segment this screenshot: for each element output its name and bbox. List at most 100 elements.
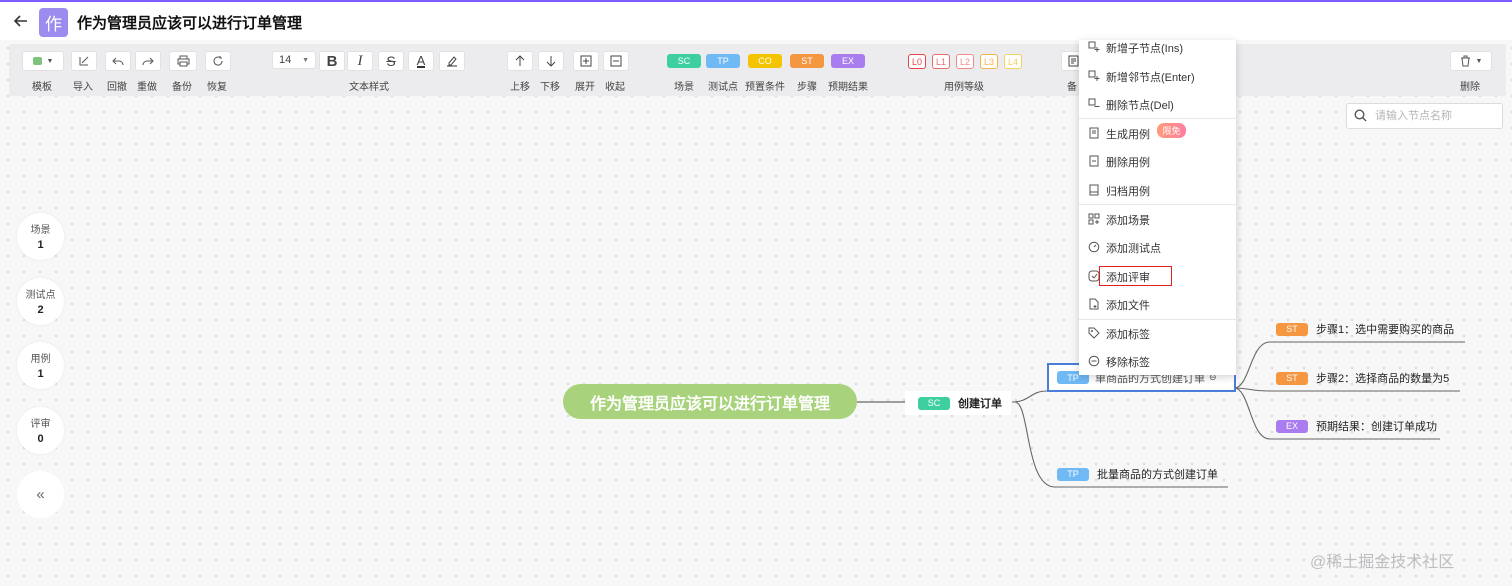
import-button[interactable] [71, 51, 97, 71]
printer-icon [177, 55, 189, 67]
step-node-text: 步骤2：选择商品的数量为5 [1316, 373, 1450, 385]
collapse-sidebar-button[interactable]: « [17, 471, 64, 518]
template-label: 模板 [32, 82, 52, 93]
expected-result-node[interactable]: EX 预期结果：创建订单成功 [1276, 418, 1437, 434]
back-arrow-icon[interactable] [12, 12, 30, 30]
title-bar: 作 作为管理员应该可以进行订单管理 [0, 2, 1512, 40]
menu-item-delete-node[interactable]: 删除节点(Del) [1079, 90, 1236, 118]
step-tag: ST [1276, 322, 1308, 336]
plus-box-icon [580, 55, 592, 67]
stat-testpoint-value: 2 [37, 304, 44, 316]
level-l4-button[interactable]: L4 [1004, 54, 1022, 69]
generate-case-icon [1089, 127, 1099, 139]
limited-free-badge: 限免 [1157, 123, 1186, 138]
tag-ex-button[interactable]: EX [831, 54, 865, 68]
move-down-button[interactable] [538, 51, 564, 71]
menu-item-delete-case[interactable]: 删除用例 [1079, 147, 1236, 175]
scene-node[interactable]: SC 创建订单 [905, 391, 1011, 415]
expected-tag: EX [1276, 419, 1308, 433]
expand-button[interactable] [573, 51, 599, 71]
add-tag-icon [1088, 327, 1100, 339]
delete-dropdown[interactable]: ▼ [1450, 51, 1492, 71]
stat-review-label: 评审 [30, 419, 51, 430]
undo-button[interactable] [105, 51, 131, 71]
strikethrough-button[interactable]: S [378, 51, 404, 71]
tag-sc-button[interactable]: SC [667, 54, 701, 68]
note-icon [1068, 55, 1078, 67]
expand-toggle-icon[interactable]: ⊖ [1209, 372, 1217, 382]
top-accent-line [0, 0, 1512, 2]
template-dropdown[interactable]: ▼ [22, 51, 64, 71]
tag-tp-button[interactable]: TP [706, 54, 740, 68]
chevron-down-icon: ▼ [1475, 57, 1483, 65]
testpoint-node-text: 批量商品的方式创建订单 [1097, 469, 1218, 481]
menu-item-add-scene[interactable]: 添加场景 [1079, 205, 1236, 233]
menu-item-label: 添加评审 [1106, 272, 1150, 284]
move-up-button[interactable] [507, 51, 533, 71]
step-node[interactable]: ST 步骤1：选中需要购买的商品 [1276, 321, 1454, 337]
context-menu: 新增子节点(Ins) 新增邻节点(Enter) 删除节点(Del) 生成用例 删… [1079, 40, 1236, 375]
expected-node-text: 预期结果：创建订单成功 [1316, 421, 1437, 433]
add-sibling-icon [1088, 70, 1100, 81]
menu-item-add-testpoint[interactable]: 添加测试点 [1079, 233, 1236, 261]
bold-button[interactable]: B [319, 51, 345, 71]
menu-item-label: 生成用例 [1106, 129, 1150, 141]
tag-co-button[interactable]: CO [748, 54, 782, 68]
menu-item-add-tag[interactable]: 添加标签 [1079, 319, 1236, 347]
root-node[interactable]: 作为管理员应该可以进行订单管理 [563, 384, 857, 419]
font-color-button[interactable]: A [408, 51, 434, 71]
redo-icon [142, 57, 154, 66]
search-icon [1354, 109, 1367, 122]
minus-box-icon [610, 55, 622, 67]
level-l0-button[interactable]: L0 [908, 54, 926, 69]
font-color-icon: A [416, 52, 426, 68]
testpoint-node[interactable]: TP 批量商品的方式创建订单 [1057, 466, 1218, 482]
testpoint-node-text: 单商品的方式创建订单 [1095, 372, 1205, 385]
move-down-label: 下移 [540, 82, 560, 93]
stat-case-label: 用例 [30, 354, 51, 365]
stat-testpoint-label: 测试点 [25, 290, 56, 301]
menu-item-archive-case[interactable]: 归档用例 [1079, 176, 1236, 204]
add-testpoint-icon [1088, 241, 1100, 253]
tag-st-label: 步骤 [797, 82, 817, 93]
step-tag: ST [1276, 371, 1308, 385]
redo-label: 重做 [137, 82, 157, 93]
font-size-select[interactable]: 14 ▼ [272, 51, 316, 69]
level-l3-button[interactable]: L3 [980, 54, 998, 69]
collapse-label: 收起 [605, 82, 625, 93]
highlight-button[interactable] [439, 51, 465, 71]
italic-button[interactable]: I [347, 51, 373, 71]
search-input[interactable] [1373, 107, 1499, 125]
menu-item-add-sibling[interactable]: 新增邻节点(Enter) [1079, 62, 1236, 90]
restore-button[interactable] [205, 51, 231, 71]
tag-co-label: 预置条件 [745, 82, 785, 93]
menu-item-label: 添加场景 [1106, 215, 1150, 227]
mindmap-canvas[interactable] [0, 40, 1512, 586]
tag-st-button[interactable]: ST [790, 54, 824, 68]
highlighter-icon [447, 56, 457, 67]
menu-item-remove-tag[interactable]: 移除标签 [1079, 347, 1236, 375]
stat-review: 评审 0 [17, 407, 64, 454]
tag-ex-label: 预期结果 [828, 82, 868, 93]
scene-tag: SC [918, 396, 950, 410]
collapse-button[interactable] [603, 51, 629, 71]
app-icon: 作 [39, 8, 68, 37]
undo-icon [112, 57, 124, 66]
stat-testpoint: 测试点 2 [17, 278, 64, 325]
menu-item-add-child[interactable]: 新增子节点(Ins) [1079, 33, 1236, 61]
step-node[interactable]: ST 步骤2：选择商品的数量为5 [1276, 370, 1449, 386]
stat-scene-value: 1 [37, 239, 44, 251]
import-label: 导入 [73, 82, 93, 93]
menu-item-generate-case[interactable]: 生成用例 [1079, 119, 1236, 147]
menu-item-label: 添加文件 [1106, 300, 1150, 312]
backup-label: 备份 [172, 82, 192, 93]
redo-button[interactable] [135, 51, 161, 71]
menu-item-label: 归档用例 [1106, 186, 1150, 198]
backup-button[interactable] [169, 51, 197, 71]
menu-item-add-file[interactable]: 添加文件 [1079, 290, 1236, 318]
stat-scene: 场景 1 [17, 213, 64, 260]
level-l1-button[interactable]: L1 [932, 54, 950, 69]
level-l2-button[interactable]: L2 [956, 54, 974, 69]
menu-item-label: 添加测试点 [1106, 243, 1161, 255]
